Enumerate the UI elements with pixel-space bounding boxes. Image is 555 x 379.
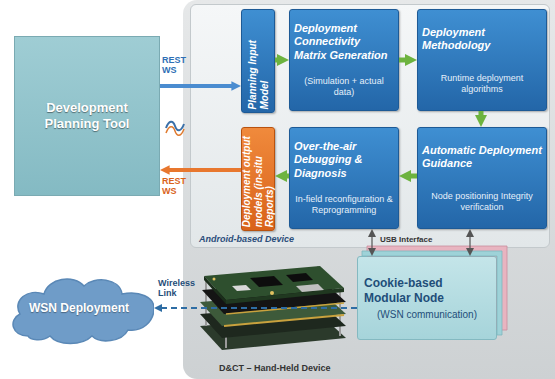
tool-title: Development Planning Tool bbox=[23, 100, 151, 133]
box-title: Planning Input Model bbox=[247, 13, 270, 109]
flow-arrow bbox=[407, 174, 417, 179]
link-symbol bbox=[166, 127, 184, 136]
network-cloud: WSN Deployment bbox=[4, 270, 154, 346]
box-title: Deployment output models (in-situ Report… bbox=[241, 131, 276, 227]
box-title: Deployment Connectivity Matrix Generatio… bbox=[294, 22, 394, 62]
usb-line bbox=[371, 235, 372, 251]
label-anchor: REST WS bbox=[162, 55, 188, 76]
edge-label: REST WS bbox=[162, 55, 188, 76]
process-box: Deployment Connectivity Matrix Generatio… bbox=[289, 9, 399, 111]
panel-label: D&CT – Hand-Held Device bbox=[219, 363, 331, 373]
box-subtitle: In-field reconfiguration & Reprogramming bbox=[294, 194, 394, 216]
edge-label: USB Interface bbox=[380, 235, 450, 244]
label-anchor: Wireless Link bbox=[158, 278, 198, 299]
box-subtitle: (WSN communication) bbox=[377, 309, 477, 320]
interface-arrow bbox=[160, 84, 234, 88]
sensor-node-box: Cookie-based Modular Node (WSN communicat… bbox=[357, 256, 497, 340]
box-title: Cookie-based Modular Node bbox=[364, 276, 490, 305]
label-anchor: REST WS bbox=[162, 176, 188, 197]
box-subtitle: Node positioning Integrity verification bbox=[422, 191, 542, 213]
flow-arrow bbox=[275, 58, 281, 63]
panel-label: Android-based Device bbox=[199, 234, 294, 244]
box-title: Automatic Deployment Guidance bbox=[422, 144, 542, 170]
box-title: Over-the-air Debugging & Diagnosis bbox=[294, 140, 394, 180]
usb-line bbox=[469, 235, 470, 251]
cloud-title: WSN Deployment bbox=[29, 301, 129, 315]
process-box: Over-the-air Debugging & DiagnosisIn-fie… bbox=[289, 127, 399, 229]
label-anchor: USB Interface bbox=[380, 235, 450, 244]
edge-label: Wireless Link bbox=[158, 278, 198, 299]
android-device-panel: Planning Input Model Deployment Connectiv… bbox=[190, 4, 550, 248]
output-box: Deployment output models (in-situ Report… bbox=[241, 127, 275, 231]
process-box: Planning Input Model bbox=[241, 9, 275, 113]
box-subtitle: (Simulation + actual data) bbox=[294, 76, 394, 98]
box-subtitle: Runtime deployment algorithms bbox=[422, 73, 542, 95]
flow-arrow bbox=[283, 174, 289, 179]
process-box: Deployment MethodologyRuntime deployment… bbox=[417, 9, 547, 111]
box-title: Deployment Methodology bbox=[422, 26, 542, 52]
planning-tool-box: Development Planning Tool bbox=[14, 36, 160, 196]
edge-label: REST WS bbox=[162, 176, 188, 197]
flow-arrow bbox=[399, 58, 409, 63]
interface-arrow bbox=[167, 168, 241, 172]
flow-arrow bbox=[479, 111, 484, 119]
process-box: Automatic Deployment GuidanceNode positi… bbox=[417, 127, 547, 229]
